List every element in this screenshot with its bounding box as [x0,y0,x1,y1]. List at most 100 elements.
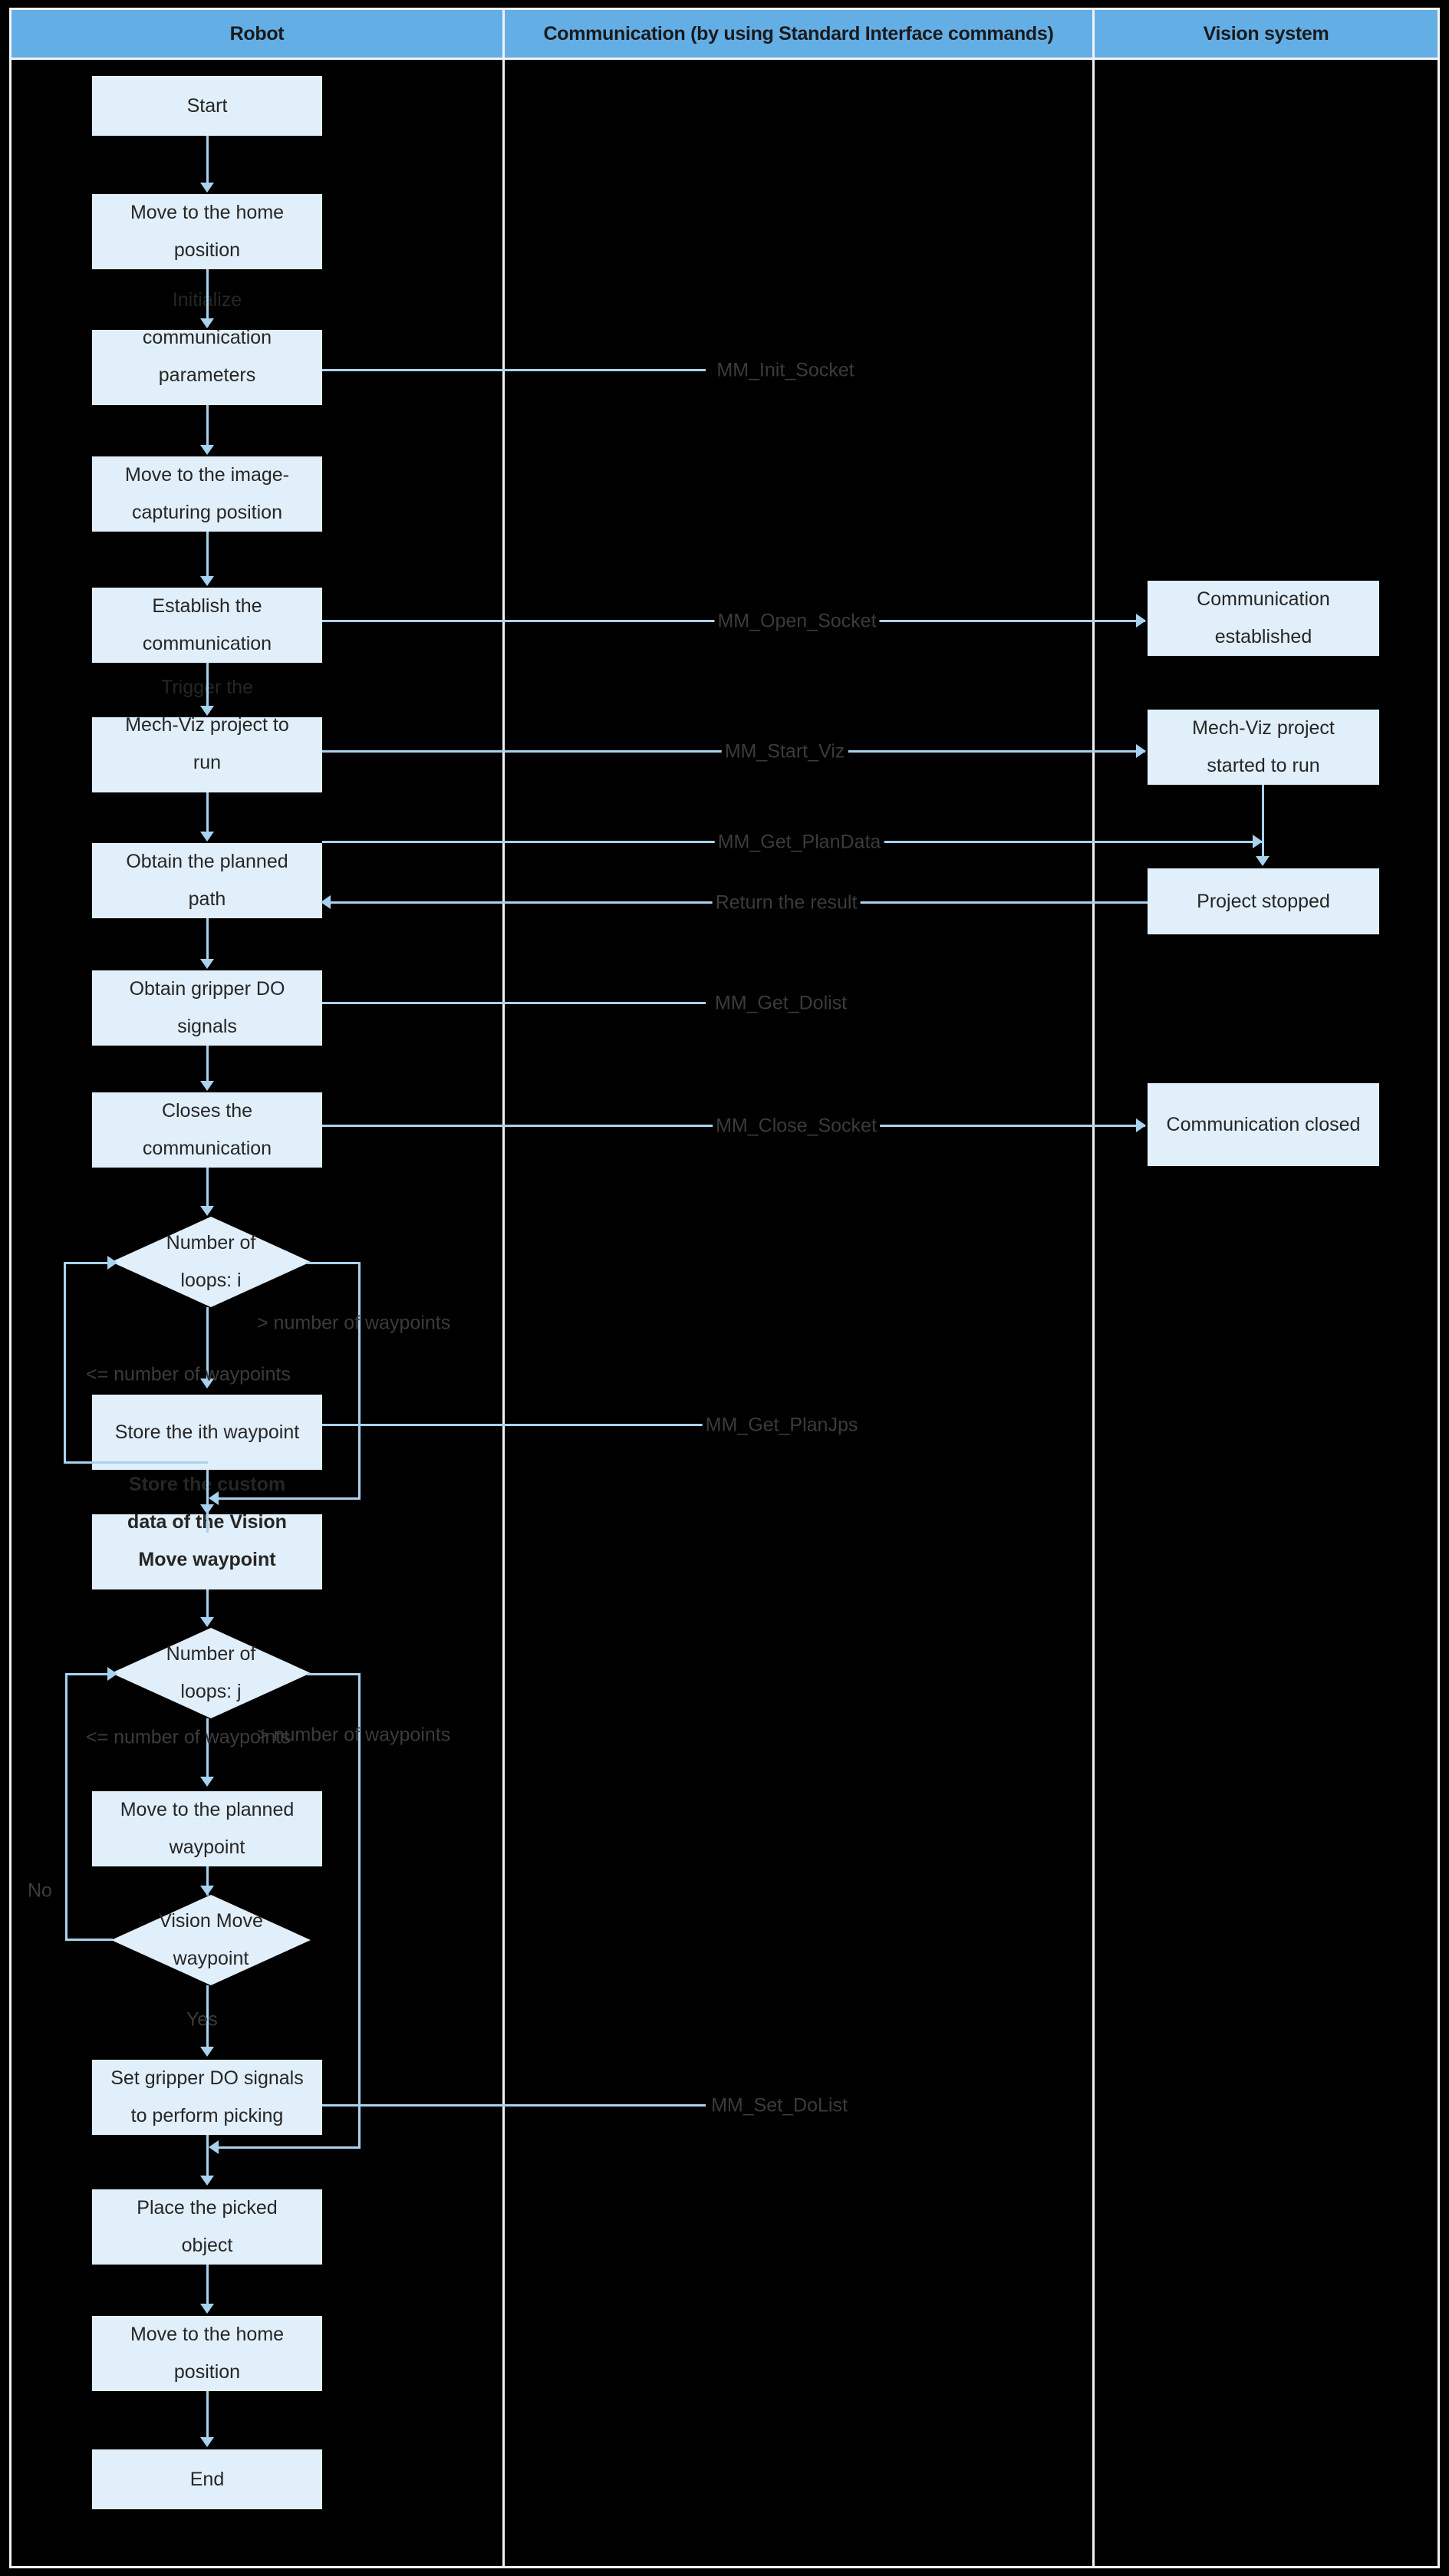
lane-divider-2 [1092,8,1095,2568]
connector-visionq-no-vert [65,1673,68,1941]
command-mm-open-socket: MM_Open_Socket [714,610,880,633]
connector-start-to-home1 [206,136,209,184]
node-move-image-capturing[interactable]: Move to the image- capturing position [92,456,322,532]
connector-init-to-imagepos [206,405,209,446]
connector-mm-get-dolist [322,1002,706,1004]
arrow-setdo-to-place [200,2176,214,2186]
lane-header-robot-label: Robot [229,22,285,44]
node-establish-communication-line-0: Establish the [152,595,262,617]
connector-mm-set-dolist [322,2104,706,2107]
edge-label-loopj-false: > number of waypoints [257,1724,451,1746]
node-move-planned-waypoint-line-0: Move to the planned [120,1799,295,1820]
connector-visionq-no-horiz [65,1939,113,1941]
connector-loopi-false-top [307,1262,361,1264]
node-move-image-capturing-line-1: capturing position [132,502,282,523]
arrow-establish-to-trigger [200,706,214,716]
node-initialize-communication[interactable]: Initialize communication parameters [92,289,322,405]
node-store-ith-waypoint[interactable]: Store the ith waypoint [92,1395,322,1470]
node-obtain-planned-path[interactable]: Obtain the planned path [92,843,322,918]
connector-home2-to-end [206,2391,209,2439]
arrow-mm-open-socket [1136,614,1146,628]
connector-moveplanned-to-visionq [206,1866,209,1896]
edge-label-loopj-true: <= number of waypoints [86,1726,291,1748]
node-move-planned-waypoint-line-1: waypoint [169,1836,245,1858]
arrow-imagepos-to-establish [200,576,214,586]
connector-home1-to-init [206,269,209,320]
arrow-storecustom-to-loopj [200,1617,214,1627]
node-obtain-gripper-do-line-0: Obtain gripper DO [129,978,285,1000]
node-move-home-2-line-0: Move to the home [130,2324,285,2345]
lane-header-vision: Vision system [1095,10,1437,58]
arrow-into-store-custom [200,1504,214,1514]
decision-number-of-loops-i[interactable]: Number of loops: i [111,1217,311,1307]
node-close-communication-line-0: Closes the [161,1100,253,1122]
edge-label-loopi-false: > number of waypoints [257,1312,451,1334]
connector-viz-to-stopped [1262,785,1264,858]
connector-loopj-true [206,1718,209,1780]
decision-vision-move-waypoint[interactable]: Vision Move waypoint [111,1895,311,1985]
node-move-planned-waypoint[interactable]: Move to the planned waypoint [92,1791,322,1866]
connector-loopj-false-top [307,1673,361,1675]
node-establish-communication[interactable]: Establish the communication [92,588,322,663]
connector-visionq-yes [206,1985,209,2048]
decision-vision-move-waypoint-line-0: Vision Move [159,1910,263,1932]
node-communication-established-line-0: Communication [1197,588,1330,610]
node-move-image-capturing-line-0: Move to the image- [125,464,289,486]
arrow-init-to-imagepos [200,445,214,455]
node-communication-closed[interactable]: Communication closed [1148,1083,1379,1166]
node-communication-established-line-1: established [1214,626,1312,647]
node-set-gripper-do-line-1: to perform picking [130,2105,284,2126]
connector-loopi-feedback-bottom [64,1461,208,1464]
connector-loopi-false-bottom [216,1497,361,1500]
command-mm-get-dolist: MM_Get_Dolist [711,992,851,1015]
connector-place-to-home2 [206,2265,209,2306]
command-mm-get-planjps: MM_Get_PlanJps [702,1414,861,1437]
node-obtain-gripper-do[interactable]: Obtain gripper DO signals [92,970,322,1046]
node-store-custom-data-line-2: Move waypoint [138,1548,276,1570]
node-start-line-0: Start [186,94,228,117]
command-mm-get-plandata: MM_Get_PlanData [714,831,884,854]
arrow-trigger-to-obtainpath [200,832,214,842]
node-end[interactable]: End [92,2449,322,2509]
command-mm-set-dolist: MM_Set_DoList [708,2094,851,2117]
connector-storecustom-to-loopj [206,1589,209,1620]
node-place-picked-object[interactable]: Place the picked object [92,2189,322,2265]
node-close-communication[interactable]: Closes the communication [92,1092,322,1168]
arrow-obtaindo-to-closecomm [200,1081,214,1091]
node-trigger-mechviz[interactable]: Trigger the Mech-Viz project to run [92,677,322,792]
node-move-home-1[interactable]: Move to the home position [92,194,322,269]
node-initialize-communication-line-1: communication [142,326,272,348]
connector-loopj-false-right [358,1673,361,2149]
connector-loopi-false-right [358,1262,361,1500]
node-place-picked-object-line-0: Place the picked [137,2197,278,2219]
command-mm-init-socket: MM_Init_Socket [713,359,858,382]
node-communication-established[interactable]: Communication established [1148,581,1379,656]
decision-number-of-loops-j-text: Number of loops: j [119,1636,303,1711]
connector-storeith-down [206,1470,209,1533]
node-move-home-2[interactable]: Move to the home position [92,2316,322,2391]
arrow-visionq-yes [200,2047,214,2057]
arrow-home2-to-end [200,2437,214,2447]
edge-label-vision-no: No [28,1879,52,1902]
node-trigger-mechviz-line-2: run [193,751,222,773]
arrow-moveplanned-to-visionq [200,1886,214,1896]
node-move-home-1-line-1: position [173,239,241,261]
connector-loopi-feedback-left [64,1262,66,1464]
arrow-mm-get-plandata [1253,835,1263,848]
node-end-line-0: End [189,2468,225,2490]
arrow-mm-close-socket [1136,1118,1146,1132]
arrow-visionq-no [107,1667,117,1681]
node-start[interactable]: Start [92,76,322,136]
connector-mm-get-planjps [322,1424,706,1426]
decision-number-of-loops-j-line-0: Number of [166,1643,256,1665]
connector-setdo-to-place [206,2135,209,2178]
node-mechviz-started[interactable]: Mech-Viz project started to run [1148,710,1379,785]
node-set-gripper-do[interactable]: Set gripper DO signals to perform pickin… [92,2060,322,2135]
node-move-home-2-line-1: position [173,2361,241,2383]
node-project-stopped[interactable]: Project stopped [1148,868,1379,934]
decision-number-of-loops-i-text: Number of loops: i [119,1224,303,1300]
decision-number-of-loops-j[interactable]: Number of loops: j [111,1628,311,1718]
decision-number-of-loops-i-line-0: Number of [166,1232,256,1253]
arrow-closecomm-to-loopi [200,1206,214,1216]
